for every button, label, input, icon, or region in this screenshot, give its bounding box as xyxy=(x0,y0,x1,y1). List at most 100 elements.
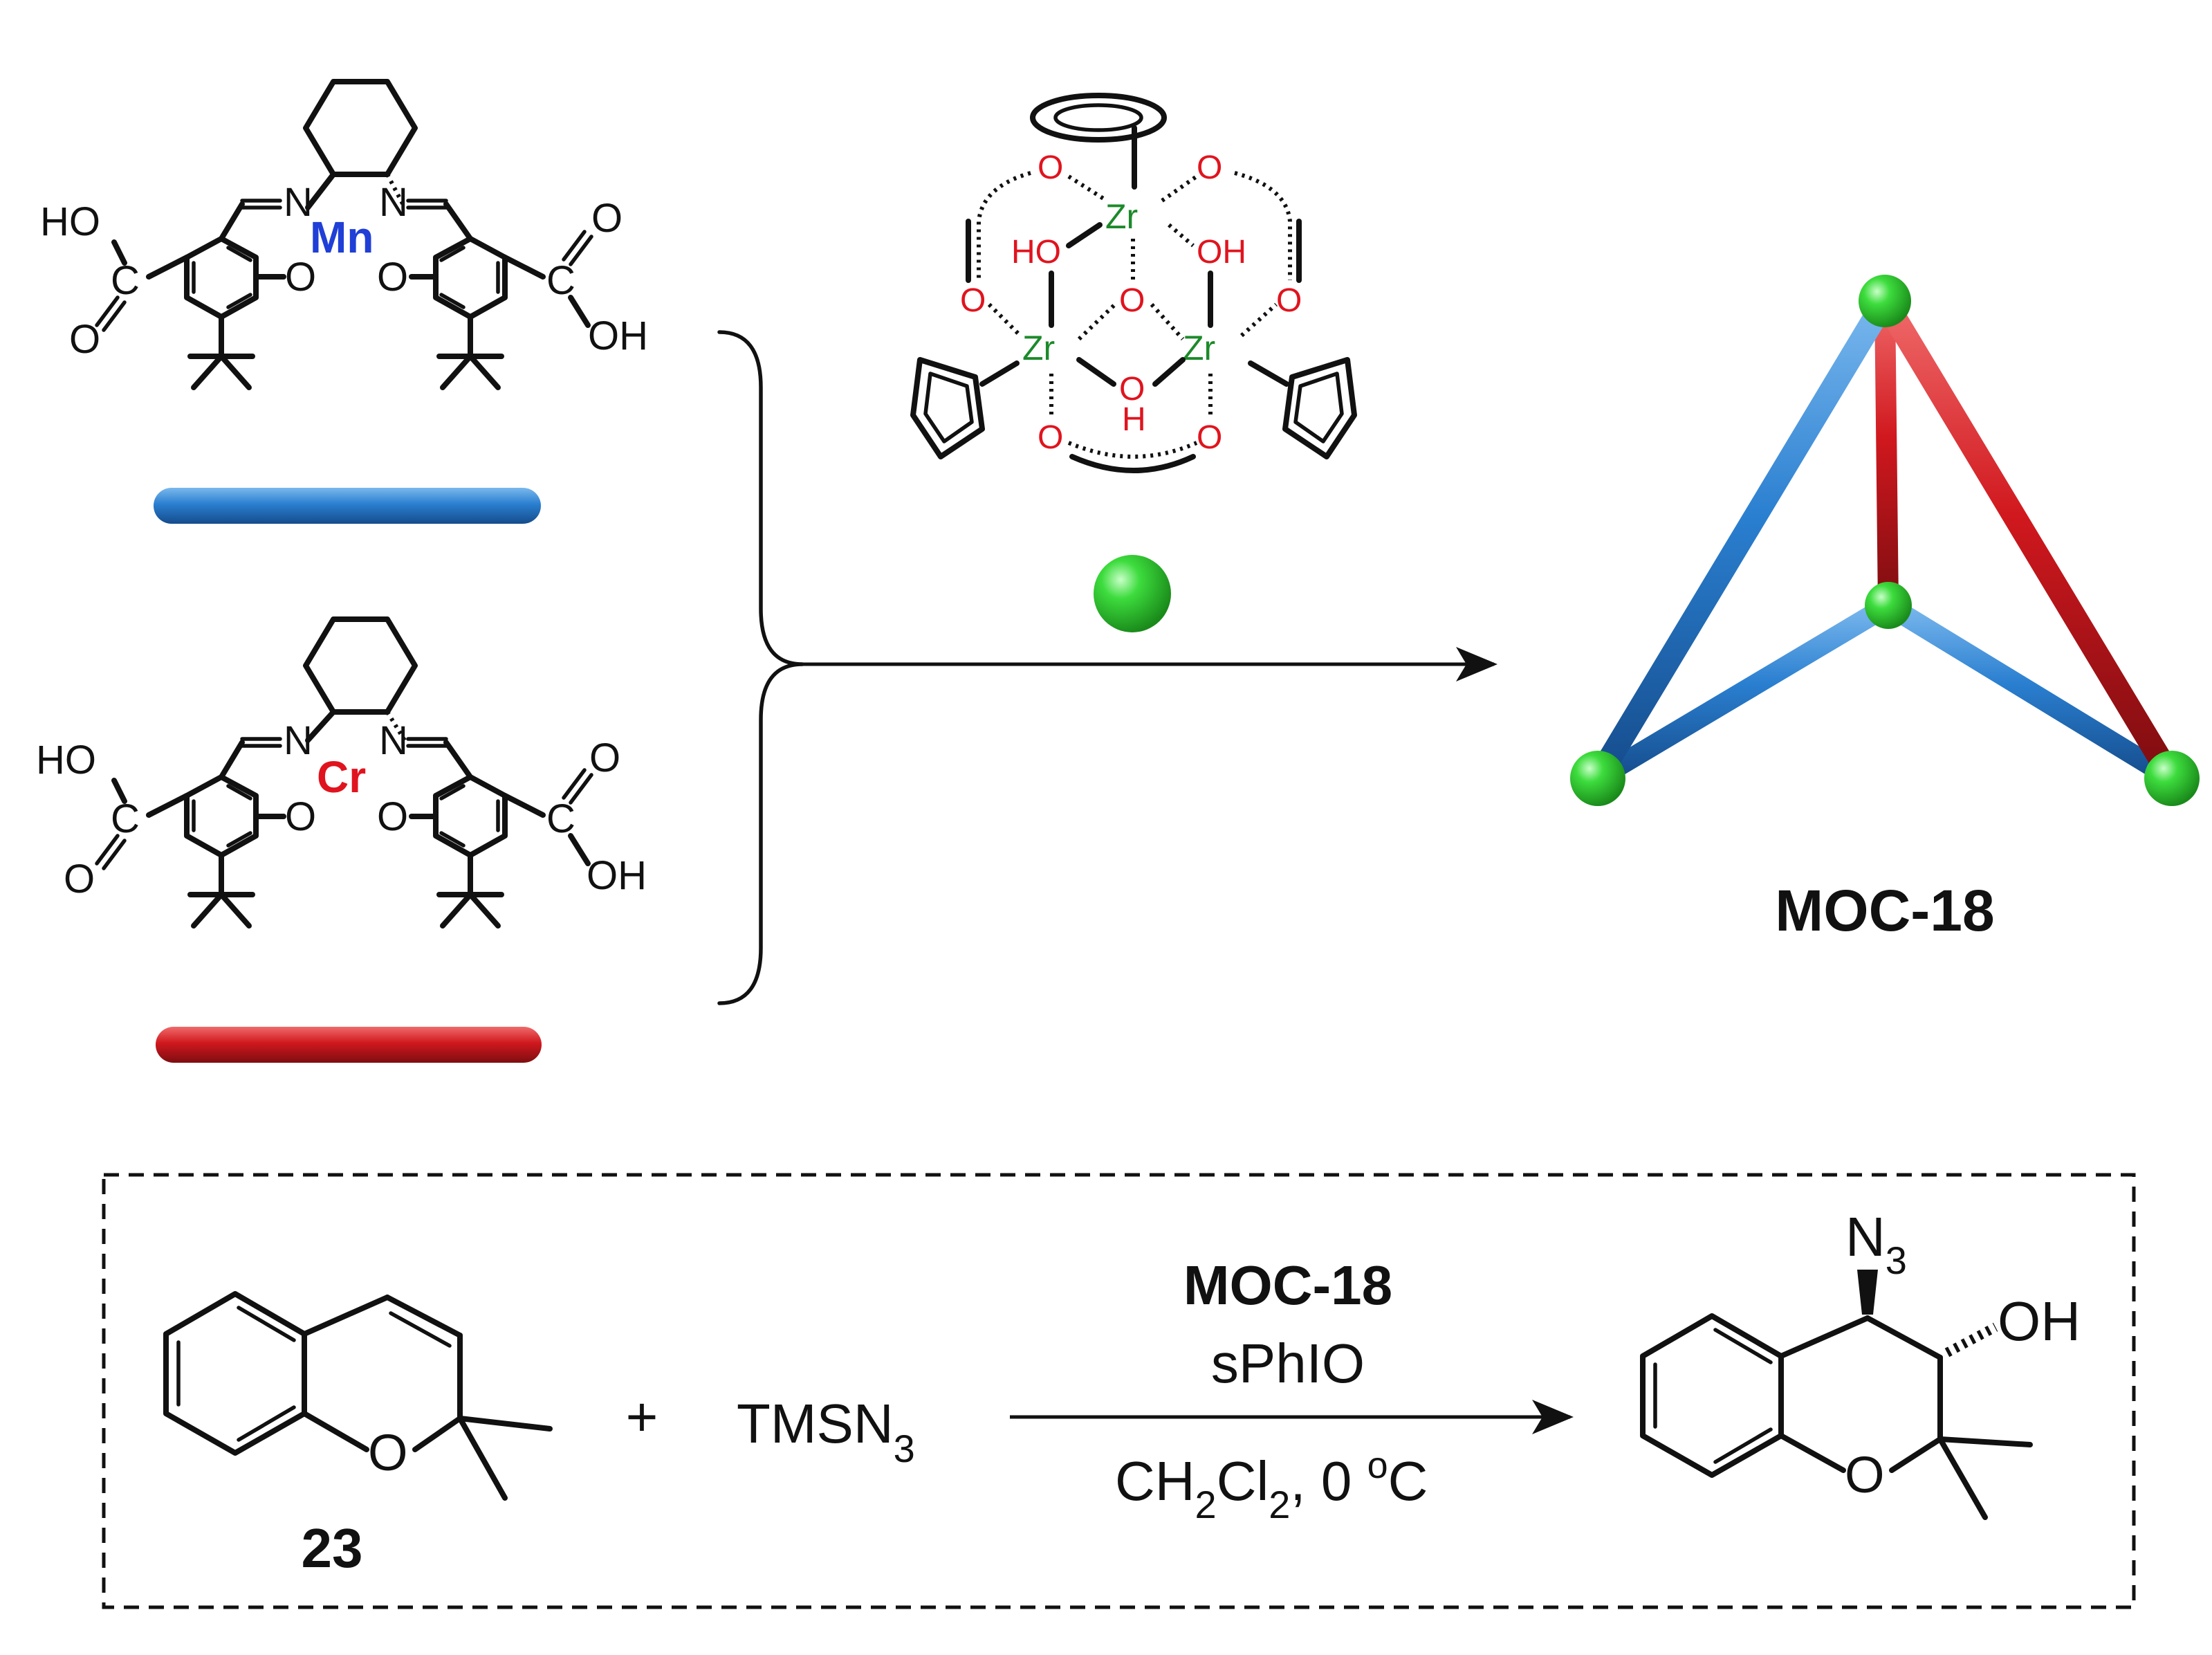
solv-cl: Cl xyxy=(1217,1450,1269,1512)
compound-23-label: 23 xyxy=(302,1517,363,1579)
b8 xyxy=(1076,357,1116,387)
cyclohexane-ring-2 xyxy=(303,616,418,715)
n-right-label-2: N xyxy=(379,718,408,763)
o-carb-ml: O xyxy=(960,282,986,319)
p-me2 xyxy=(1937,1436,1988,1520)
o-center: O xyxy=(1119,282,1145,319)
tmsn3-main: TMSN xyxy=(737,1393,894,1454)
c-o-l1 xyxy=(95,295,120,327)
tbu-lb-b xyxy=(219,892,252,929)
bond-ch-n-left-2 xyxy=(305,709,336,743)
cyclohexane-ring xyxy=(303,79,418,177)
o-carb-bl: O xyxy=(1038,419,1063,456)
ligand-bracket xyxy=(717,330,804,1005)
c-o-lb1 xyxy=(95,834,120,866)
b12 xyxy=(1067,174,1108,203)
wedge-bond-n3 xyxy=(1857,1270,1878,1315)
p-c4 xyxy=(1778,1315,1870,1359)
zr-top: Zr xyxy=(1105,197,1138,236)
p-me1 xyxy=(1937,1436,2033,1447)
edge-center-left xyxy=(1587,595,1899,789)
cooh-l-bond xyxy=(146,255,190,280)
hash-bond-oh xyxy=(1944,1322,1998,1357)
ho-left-label-2: HO xyxy=(36,738,96,783)
o-left-label-2: O xyxy=(285,794,316,839)
celsius: C xyxy=(1388,1450,1428,1512)
imine-ch-left-b xyxy=(219,740,245,780)
solv-ch: CH xyxy=(1115,1450,1195,1512)
zr-right: Zr xyxy=(1183,329,1215,367)
p-db3 xyxy=(1713,1427,1773,1464)
arc-bottom-solid xyxy=(1069,454,1196,473)
c-o-r1 xyxy=(562,230,587,262)
cr-salen-ligand: N O C HO O N O C xyxy=(36,616,647,929)
red-rod xyxy=(156,1027,542,1063)
tmsn3-sub: 3 xyxy=(894,1427,915,1470)
benzene-ring-23 xyxy=(163,1291,307,1456)
n-left-label: N xyxy=(284,180,313,225)
r23-db2 xyxy=(237,1306,296,1342)
reaction-box xyxy=(102,1173,2136,1609)
ring-lb-db2 xyxy=(226,784,252,801)
zr-left: Zr xyxy=(1022,329,1055,367)
left-phenol-ring-2 xyxy=(184,774,259,858)
c-oh-lb xyxy=(111,778,127,804)
cooh-rb-bond xyxy=(502,793,546,818)
n-left-label-2: N xyxy=(284,718,313,763)
o-left-label: O xyxy=(285,255,316,300)
tbu-l-b xyxy=(219,354,252,390)
p-db2 xyxy=(1713,1328,1773,1364)
plus-sign: + xyxy=(626,1386,658,1447)
oh-right-label-2: OH xyxy=(587,853,647,898)
node-right xyxy=(2144,751,2200,806)
solv-sub1: 2 xyxy=(1195,1483,1217,1526)
b14 xyxy=(987,302,1022,338)
node-center xyxy=(1865,582,1912,629)
p-co xyxy=(1889,1436,1943,1473)
p-c3 xyxy=(1865,1315,1943,1360)
c-o-lb2 xyxy=(102,839,127,870)
blue-rod xyxy=(154,488,541,524)
right-phenol-ring-2 xyxy=(433,774,508,858)
tbu-rb-b xyxy=(468,892,501,929)
imine-ch-right xyxy=(443,201,473,241)
moc-18-label: MOC-18 xyxy=(1775,878,1994,943)
r23-c3 xyxy=(302,1295,390,1337)
edge-top-center xyxy=(1874,291,1899,616)
bond-ch-n-left xyxy=(305,172,336,210)
zr-node-sphere xyxy=(1094,555,1171,632)
r23-oc xyxy=(302,1411,369,1452)
edge-left xyxy=(1586,289,1897,790)
c-o-rb1 xyxy=(562,768,587,800)
cp-left-inner xyxy=(923,372,974,444)
cp-top-ring xyxy=(1030,93,1167,143)
r23-c-db xyxy=(389,1311,452,1348)
ring-lb-db3 xyxy=(226,831,252,848)
c-oh-rb xyxy=(568,833,591,866)
solvent-conditions: CH2Cl2, 0 oC xyxy=(1115,1445,1428,1526)
solv-sub2: 2 xyxy=(1269,1483,1290,1526)
arc-right xyxy=(1234,171,1292,280)
o-carbonyl-right-2: O xyxy=(589,735,620,780)
ho-left-label: HO xyxy=(40,199,100,244)
imine-ch-left xyxy=(219,201,245,241)
imine-ch-right-b xyxy=(443,740,473,780)
zr3-cluster: Zr Zr Zr HO OH O O H O O O O O O xyxy=(910,93,1357,473)
ring-l-db2 xyxy=(226,246,252,262)
metal-cr-label: Cr xyxy=(317,752,366,802)
chromene-23: O xyxy=(163,1291,553,1501)
h-bottom: H xyxy=(1122,401,1146,438)
oh-bridge-right: OH xyxy=(1197,234,1246,271)
ho-bridge-left: HO xyxy=(1011,234,1061,271)
o-bottom: O xyxy=(1119,371,1145,408)
ring-rb-db2 xyxy=(439,784,466,801)
r23-me1 xyxy=(457,1416,553,1432)
ring-o-product: O xyxy=(1845,1446,1885,1503)
mn-salen-ligand: N O C HO O N O xyxy=(40,79,648,390)
c-o-l2 xyxy=(102,300,127,332)
cp-l-bond xyxy=(979,360,1020,387)
o-right-label: O xyxy=(377,255,408,300)
o-carbonyl-left: O xyxy=(69,317,100,362)
b7 xyxy=(1150,302,1185,341)
